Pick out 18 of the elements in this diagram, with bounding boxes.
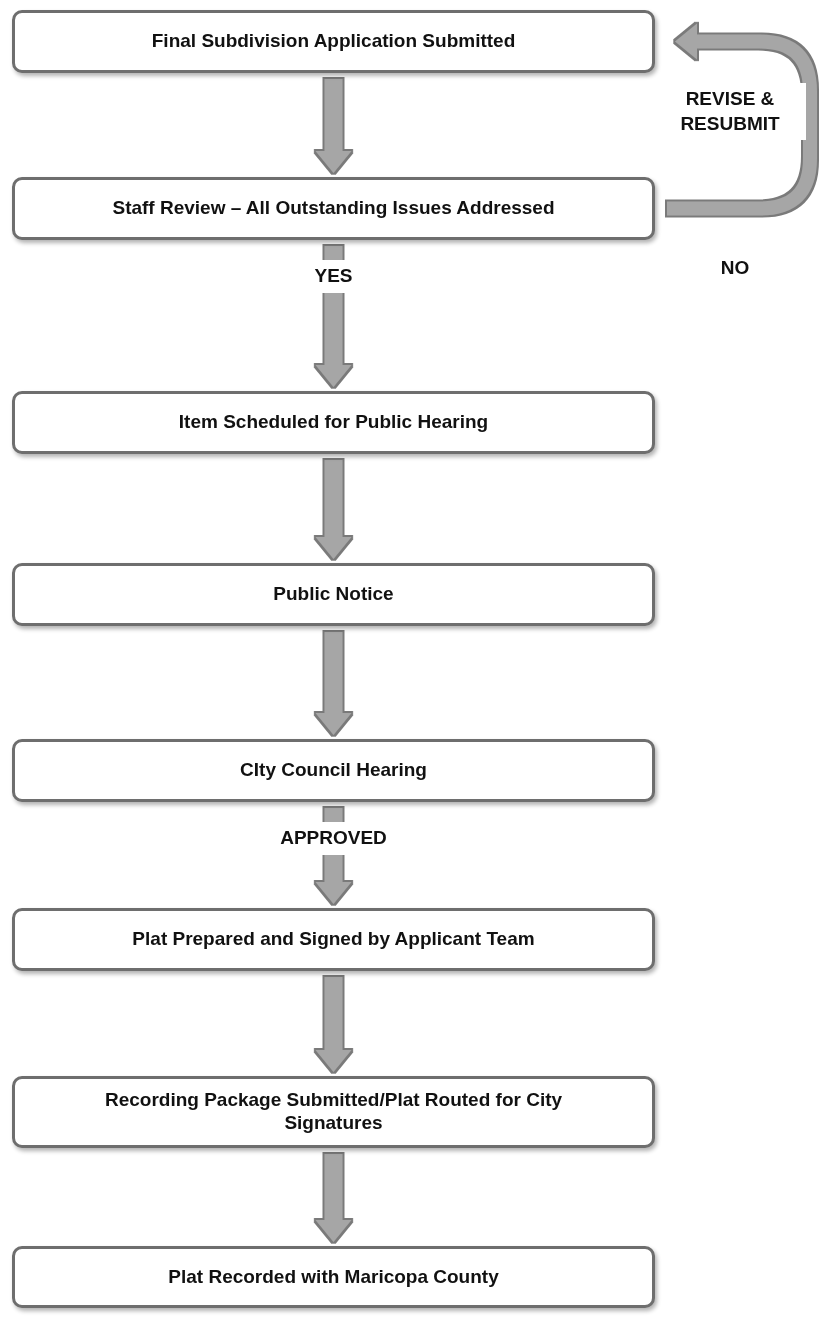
process-box [12, 177, 655, 240]
box-text: Item Scheduled for Public Hearing [178, 411, 489, 434]
process-box [12, 1076, 655, 1148]
box-text: Final Subdivision Application Submitted [151, 30, 516, 53]
process-box [12, 1246, 655, 1308]
box-text: Recording Package Submitted/Plat Routed for City Signatures [103, 1089, 564, 1135]
box-text: Plat Recorded with Maricopa County [168, 1265, 499, 1289]
box-text: Public Notice [273, 583, 394, 606]
box-text: Plat Prepared and Signed by Applicant Team [132, 928, 535, 951]
process-box [12, 908, 655, 971]
box-text: Staff Review – All Outstanding Issues Addressed [112, 197, 555, 220]
block-arrow [667, 23, 817, 216]
process-box [12, 563, 655, 626]
box-text: CIty Council Hearing [240, 759, 427, 782]
process-box [12, 391, 655, 454]
process-box [12, 739, 655, 802]
process-box [12, 10, 655, 73]
block-arrow [315, 246, 352, 387]
